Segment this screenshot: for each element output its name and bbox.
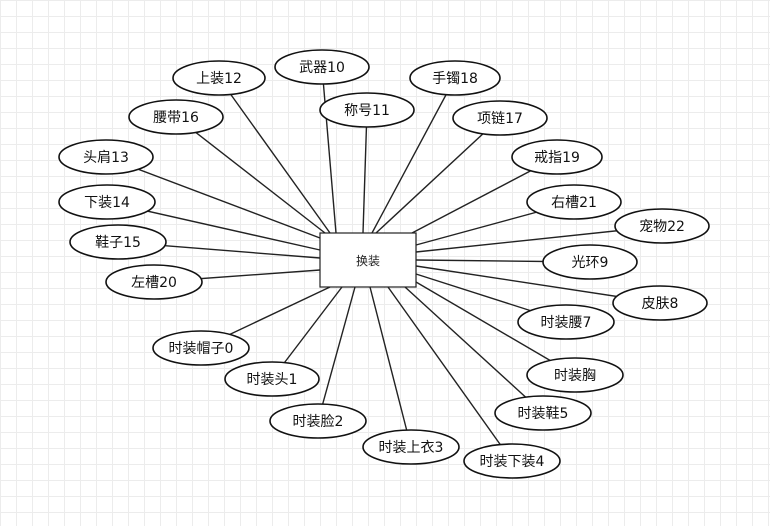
edge-fashion-chest [415,281,576,376]
center-node-label: 换装 [356,254,380,268]
node-bracelet-18[interactable]: 手镯18 [409,60,501,96]
node-label: 左槽20 [131,275,177,291]
node-skin-8[interactable]: 皮肤8 [612,285,708,321]
center-node-box[interactable] [319,232,417,288]
node-label: 称号11 [344,103,390,119]
node-label: 戒指19 [534,150,580,166]
node-ellipse[interactable] [269,403,367,439]
edge-necklace-17 [375,117,501,234]
node-ellipse[interactable] [409,60,501,96]
node-jacket-12[interactable]: 上装12 [172,60,266,96]
node-ellipse[interactable] [172,60,266,96]
node-label: 时装头1 [247,372,298,388]
node-ellipse[interactable] [614,208,710,244]
edge-fashion-shoes-5 [404,286,544,414]
node-fashion-top-3[interactable]: 时装上衣3 [362,429,460,465]
edge-shoulder-13 [105,156,321,239]
node-fashion-hat-0[interactable]: 时装帽子0 [152,330,250,366]
edge-fashion-top-3 [369,286,412,448]
node-ellipse[interactable] [526,184,622,220]
node-ellipse[interactable] [511,139,603,175]
node-left-slot-20[interactable]: 左槽20 [105,264,203,300]
node-shoulder-13[interactable]: 头肩13 [58,139,154,175]
node-label: 腰带16 [153,110,199,126]
node-label: 鞋子15 [95,235,141,251]
node-ellipse[interactable] [612,285,708,321]
node-label: 时装上衣3 [379,440,444,456]
node-pet-22[interactable]: 宠物22 [614,208,710,244]
edge-weapon-10 [321,66,337,234]
node-label: 时装脸2 [293,414,344,430]
node-label: 手镯18 [432,71,478,87]
node-ellipse[interactable] [105,264,203,300]
node-label: 时装帽子0 [169,341,234,357]
node-belt-16[interactable]: 腰带16 [128,99,224,135]
edge-title-11 [362,109,368,234]
node-fashion-waist-7[interactable]: 时装腰7 [517,304,615,340]
edge-fashion-pants-4 [387,286,513,462]
node-fashion-pants-4[interactable]: 时装下装4 [463,443,561,479]
node-ellipse[interactable] [526,357,624,393]
node-ellipse[interactable] [463,443,561,479]
node-ellipse[interactable] [452,100,548,136]
node-ellipse[interactable] [319,92,415,128]
node-label: 皮肤8 [642,296,679,312]
node-ellipse[interactable] [494,395,592,431]
node-ellipse[interactable] [274,49,370,85]
node-halo-9[interactable]: 光环9 [542,244,638,280]
node-fashion-head-1[interactable]: 时装头1 [224,361,320,397]
node-ellipse[interactable] [152,330,250,366]
node-fashion-chest[interactable]: 时装胸 [526,357,624,393]
node-label: 下装14 [84,195,130,211]
node-right-slot-21[interactable]: 右槽21 [526,184,622,220]
node-ellipse[interactable] [58,184,156,220]
node-pants-14[interactable]: 下装14 [58,184,156,220]
node-label: 时装腰7 [541,315,592,331]
node-necklace-17[interactable]: 项链17 [452,100,548,136]
edge-jacket-12 [218,77,331,234]
node-ellipse[interactable] [542,244,638,280]
node-label: 上装12 [196,71,242,87]
node-weapon-10[interactable]: 武器10 [274,49,370,85]
node-label: 头肩13 [83,150,129,166]
node-fashion-shoes-5[interactable]: 时装鞋5 [494,395,592,431]
node-fashion-face-2[interactable]: 时装脸2 [269,403,367,439]
node-label: 光环9 [572,255,609,271]
node-ellipse[interactable] [224,361,320,397]
node-label: 项链17 [477,111,523,127]
node-ellipse[interactable] [58,139,154,175]
edge-bracelet-18 [371,77,456,234]
edge-fashion-face-2 [317,286,356,422]
node-ellipse[interactable] [128,99,224,135]
node-ellipse[interactable] [69,224,167,260]
node-ellipse[interactable] [362,429,460,465]
node-label: 武器10 [299,60,345,76]
node-label: 右槽21 [551,195,597,211]
node-ellipse[interactable] [517,304,615,340]
edge-belt-16 [175,116,326,234]
node-label: 宠物22 [639,219,685,235]
node-label: 时装下装4 [480,454,545,470]
node-shoes-15[interactable]: 鞋子15 [69,224,167,260]
node-group: 上装12 武器10 手镯18 称号11 腰带16 项链17 头肩13 戒指19 下装14 右槽21… [58,49,710,479]
node-label: 时装鞋5 [518,406,569,422]
center-node[interactable]: 换装 [319,232,417,288]
node-title-11[interactable]: 称号11 [319,92,415,128]
node-label: 时装胸 [554,368,596,384]
node-ring-19[interactable]: 戒指19 [511,139,603,175]
